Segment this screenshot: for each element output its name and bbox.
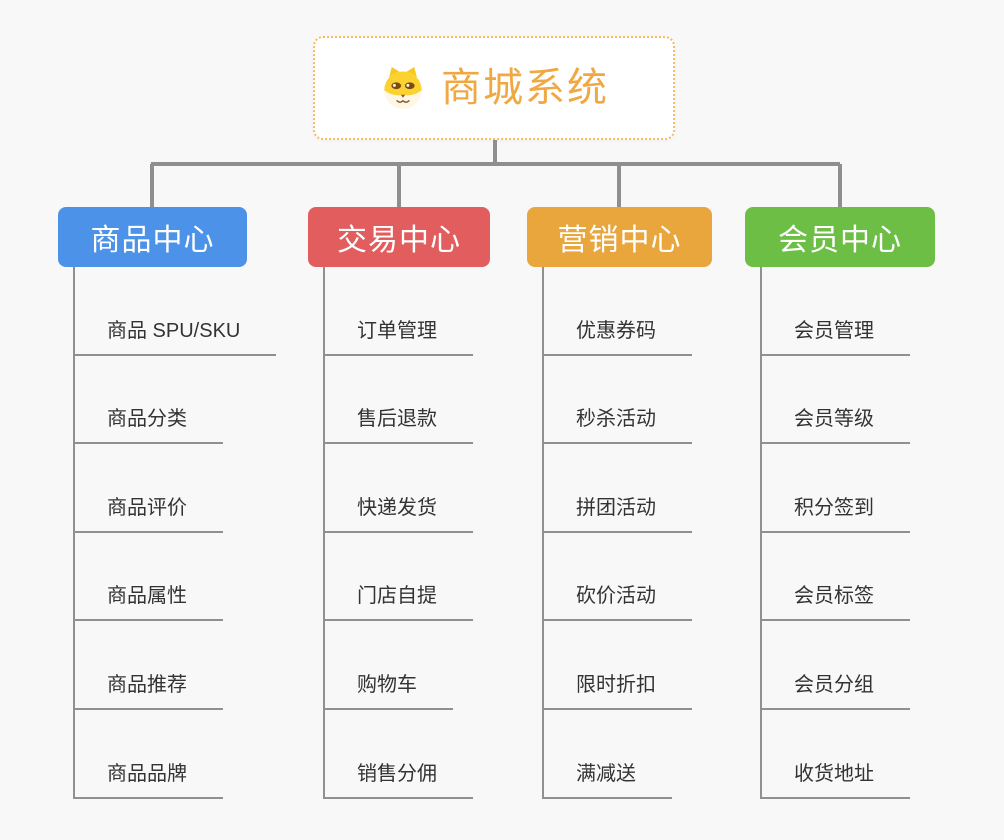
connector-root-drop bbox=[493, 140, 497, 164]
mindmap-item[interactable]: 商品评价 bbox=[73, 444, 223, 533]
branch-product-center: 商品中心 商品 SPU/SKU 商品分类 商品评价 商品属性 商品推荐 商品品牌 bbox=[58, 207, 277, 799]
branch-column: 商品 SPU/SKU 商品分类 商品评价 商品属性 商品推荐 商品品牌 bbox=[73, 267, 277, 799]
mindmap-item[interactable]: 售后退款 bbox=[323, 356, 473, 445]
branch-header-trade-center[interactable]: 交易中心 bbox=[308, 207, 490, 267]
connector-stub-4 bbox=[838, 164, 842, 207]
connector-stub-2 bbox=[397, 164, 401, 207]
branch-marketing-center: 营销中心 优惠券码 秒杀活动 拼团活动 砍价活动 限时折扣 满减送 bbox=[527, 207, 712, 799]
connector-stub-3 bbox=[617, 164, 621, 207]
branch-member-center: 会员中心 会员管理 会员等级 积分签到 会员标签 会员分组 收货地址 bbox=[745, 207, 935, 799]
mindmap-item[interactable]: 商品品牌 bbox=[73, 710, 223, 799]
mindmap-item[interactable]: 会员标签 bbox=[760, 533, 910, 622]
mindmap-item[interactable]: 砍价活动 bbox=[542, 533, 692, 622]
branch-trade-center: 交易中心 订单管理 售后退款 快递发货 门店自提 购物车 销售分佣 bbox=[308, 207, 490, 799]
mindmap-item[interactable]: 门店自提 bbox=[323, 533, 473, 622]
branch-column: 订单管理 售后退款 快递发货 门店自提 购物车 销售分佣 bbox=[323, 267, 473, 799]
branch-column: 会员管理 会员等级 积分签到 会员标签 会员分组 收货地址 bbox=[760, 267, 910, 799]
mindmap-item[interactable]: 销售分佣 bbox=[323, 710, 473, 799]
mindmap-item[interactable]: 商品推荐 bbox=[73, 621, 223, 710]
branch-header-member-center[interactable]: 会员中心 bbox=[745, 207, 935, 267]
connector-stub-1 bbox=[150, 164, 154, 207]
mindmap-item[interactable]: 购物车 bbox=[323, 621, 453, 710]
mindmap-item[interactable]: 秒杀活动 bbox=[542, 356, 692, 445]
branch-column: 优惠券码 秒杀活动 拼团活动 砍价活动 限时折扣 满减送 bbox=[542, 267, 692, 799]
connector-bus bbox=[151, 162, 840, 166]
mindmap-item[interactable]: 快递发货 bbox=[323, 444, 473, 533]
mindmap-item[interactable]: 会员等级 bbox=[760, 356, 910, 445]
mindmap-item[interactable]: 订单管理 bbox=[323, 267, 473, 356]
root-title: 商城系统 bbox=[441, 66, 609, 110]
mindmap-item[interactable]: 会员分组 bbox=[760, 621, 910, 710]
mindmap-item[interactable]: 商品 SPU/SKU bbox=[73, 267, 277, 356]
branch-header-marketing-center[interactable]: 营销中心 bbox=[527, 207, 712, 267]
mindmap-item[interactable]: 限时折扣 bbox=[542, 621, 692, 710]
root-node[interactable]: 商城系统 bbox=[313, 36, 675, 140]
mindmap-item[interactable]: 会员管理 bbox=[760, 267, 910, 356]
mindmap-item[interactable]: 积分签到 bbox=[760, 444, 910, 533]
doge-icon bbox=[384, 67, 422, 109]
mindmap-item[interactable]: 满减送 bbox=[542, 710, 672, 799]
mindmap-item[interactable]: 商品属性 bbox=[73, 533, 223, 622]
mindmap-item[interactable]: 收货地址 bbox=[760, 710, 910, 799]
mindmap-item[interactable]: 拼团活动 bbox=[542, 444, 692, 533]
branch-header-product-center[interactable]: 商品中心 bbox=[58, 207, 247, 267]
mindmap-item[interactable]: 商品分类 bbox=[73, 356, 223, 445]
mindmap-item[interactable]: 优惠券码 bbox=[542, 267, 692, 356]
